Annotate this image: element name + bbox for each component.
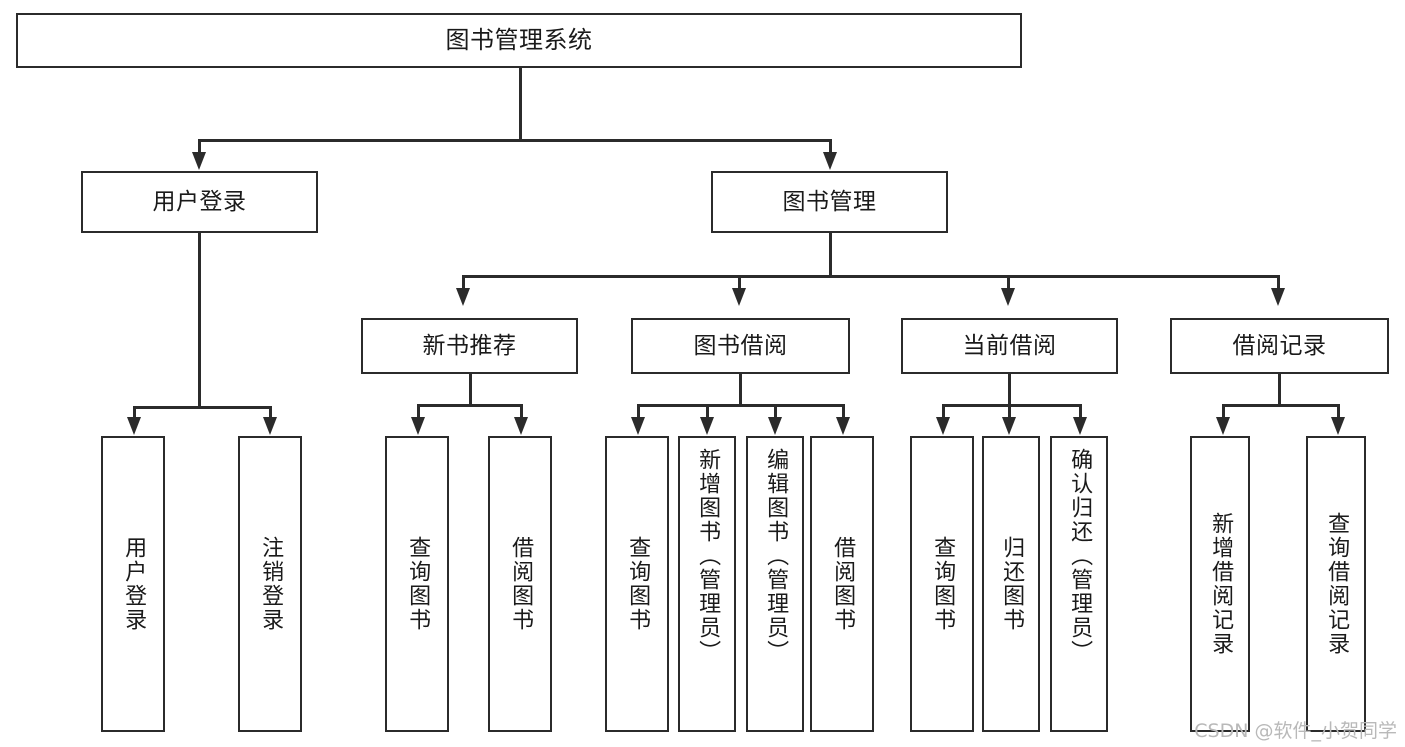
leaf-query-book-current[interactable]: 查询图书	[910, 436, 974, 732]
node-label: 归还图书	[999, 536, 1025, 632]
node-borrow-record[interactable]: 借阅记录	[1170, 318, 1389, 374]
node-label: 新增图书（管理员）	[695, 448, 721, 664]
leaf-query-borrow-record[interactable]: 查询借阅记录	[1306, 436, 1366, 732]
arrowhead-to-book-manage	[823, 152, 837, 170]
connector-user-login-drop-2	[269, 406, 272, 418]
leaf-query-book-recommend[interactable]: 查询图书	[385, 436, 449, 732]
arrowhead-new-book-leaf-1	[411, 417, 425, 435]
connector-book-manage-drop-4	[1277, 275, 1280, 289]
connector-borrow-record-drop-1	[1222, 404, 1225, 418]
connector-new-book-stem	[469, 374, 472, 406]
connector-current-borrow-stem	[1008, 374, 1011, 406]
arrowhead-borrow-record-leaf-2	[1331, 417, 1345, 435]
node-label: 用户登录	[121, 536, 147, 632]
connector-borrow-record-drop-2	[1337, 404, 1340, 418]
leaf-query-book-borrow[interactable]: 查询图书	[605, 436, 669, 732]
node-label: 查询图书	[930, 536, 956, 632]
node-label: 新增借阅记录	[1208, 512, 1234, 656]
connector-book-borrow-bus	[637, 404, 844, 407]
connector-current-borrow-bus	[942, 404, 1081, 407]
leaf-borrow-book-recommend[interactable]: 借阅图书	[488, 436, 552, 732]
leaf-add-borrow-record[interactable]: 新增借阅记录	[1190, 436, 1250, 732]
connector-root-drop-right	[829, 139, 832, 153]
connector-book-borrow-drop-1	[637, 404, 640, 418]
connector-book-borrow-stem	[739, 374, 742, 406]
arrowhead-user-login-leaf-1	[127, 417, 141, 435]
node-label: 新书推荐	[422, 332, 517, 359]
node-label: 当前借阅	[962, 332, 1057, 359]
node-label: 借阅图书	[830, 536, 856, 632]
connector-borrow-record-stem	[1278, 374, 1281, 406]
connector-root-stem	[519, 68, 522, 140]
node-label: 编辑图书（管理员）	[763, 448, 789, 664]
node-label: 查询借阅记录	[1324, 512, 1350, 656]
node-label: 确认归还（管理员）	[1067, 448, 1093, 664]
node-user-login[interactable]: 用户登录	[81, 171, 318, 233]
connector-user-login-stem	[198, 233, 201, 408]
node-label: 图书管理系统	[445, 25, 593, 54]
node-current-borrow[interactable]: 当前借阅	[901, 318, 1118, 374]
node-new-book-recommend[interactable]: 新书推荐	[361, 318, 578, 374]
node-label: 查询图书	[625, 536, 651, 632]
leaf-add-book-admin[interactable]: 新增图书（管理员）	[678, 436, 736, 732]
connector-current-borrow-drop-3	[1079, 404, 1082, 418]
node-label: 借阅记录	[1232, 332, 1327, 359]
connector-root-bus	[198, 139, 831, 142]
arrowhead-book-borrow-leaf-1	[631, 417, 645, 435]
arrowhead-to-book-borrow	[732, 288, 746, 306]
connector-user-login-bus	[133, 406, 271, 409]
connector-new-book-drop-2	[520, 404, 523, 418]
connector-new-book-bus	[417, 404, 522, 407]
node-book-management[interactable]: 图书管理	[711, 171, 948, 233]
connector-book-manage-drop-3	[1007, 275, 1010, 289]
connector-new-book-drop-1	[417, 404, 420, 418]
arrowhead-to-current-borrow	[1001, 288, 1015, 306]
arrowhead-new-book-leaf-2	[514, 417, 528, 435]
connector-current-borrow-drop-1	[942, 404, 945, 418]
leaf-borrow-book[interactable]: 借阅图书	[810, 436, 874, 732]
node-root-system[interactable]: 图书管理系统	[16, 13, 1022, 68]
node-label: 借阅图书	[508, 536, 534, 632]
arrowhead-book-borrow-leaf-3	[768, 417, 782, 435]
arrowhead-to-user-login	[192, 152, 206, 170]
connector-book-borrow-drop-3	[774, 404, 777, 418]
leaf-logout[interactable]: 注销登录	[238, 436, 302, 732]
arrowhead-to-borrow-record	[1271, 288, 1285, 306]
arrowhead-current-borrow-leaf-3	[1073, 417, 1087, 435]
leaf-user-login[interactable]: 用户登录	[101, 436, 165, 732]
connector-book-borrow-drop-2	[706, 404, 709, 418]
connector-book-manage-stem	[829, 233, 832, 277]
arrowhead-current-borrow-leaf-2	[1002, 417, 1016, 435]
node-label: 注销登录	[258, 536, 284, 632]
arrowhead-book-borrow-leaf-2	[700, 417, 714, 435]
leaf-return-book[interactable]: 归还图书	[982, 436, 1040, 732]
arrowhead-borrow-record-leaf-1	[1216, 417, 1230, 435]
arrowhead-current-borrow-leaf-1	[936, 417, 950, 435]
connector-book-manage-drop-2	[738, 275, 741, 289]
node-label: 图书借阅	[693, 332, 788, 359]
arrowhead-user-login-leaf-2	[263, 417, 277, 435]
connector-book-manage-bus	[462, 275, 1279, 278]
connector-user-login-drop-1	[133, 406, 136, 418]
connector-borrow-record-bus	[1222, 404, 1339, 407]
connector-current-borrow-drop-2	[1008, 404, 1011, 418]
node-label: 查询图书	[405, 536, 431, 632]
node-label: 图书管理	[782, 188, 877, 215]
arrowhead-to-new-book	[456, 288, 470, 306]
connector-book-manage-drop-1	[462, 275, 465, 289]
connector-root-drop-left	[198, 139, 201, 153]
connector-book-borrow-drop-4	[842, 404, 845, 418]
node-label: 用户登录	[152, 188, 247, 215]
leaf-confirm-return-admin[interactable]: 确认归还（管理员）	[1050, 436, 1108, 732]
node-book-borrow[interactable]: 图书借阅	[631, 318, 850, 374]
leaf-edit-book-admin[interactable]: 编辑图书（管理员）	[746, 436, 804, 732]
arrowhead-book-borrow-leaf-4	[836, 417, 850, 435]
watermark-text: CSDN @软件_小贺同学	[1194, 720, 1397, 742]
